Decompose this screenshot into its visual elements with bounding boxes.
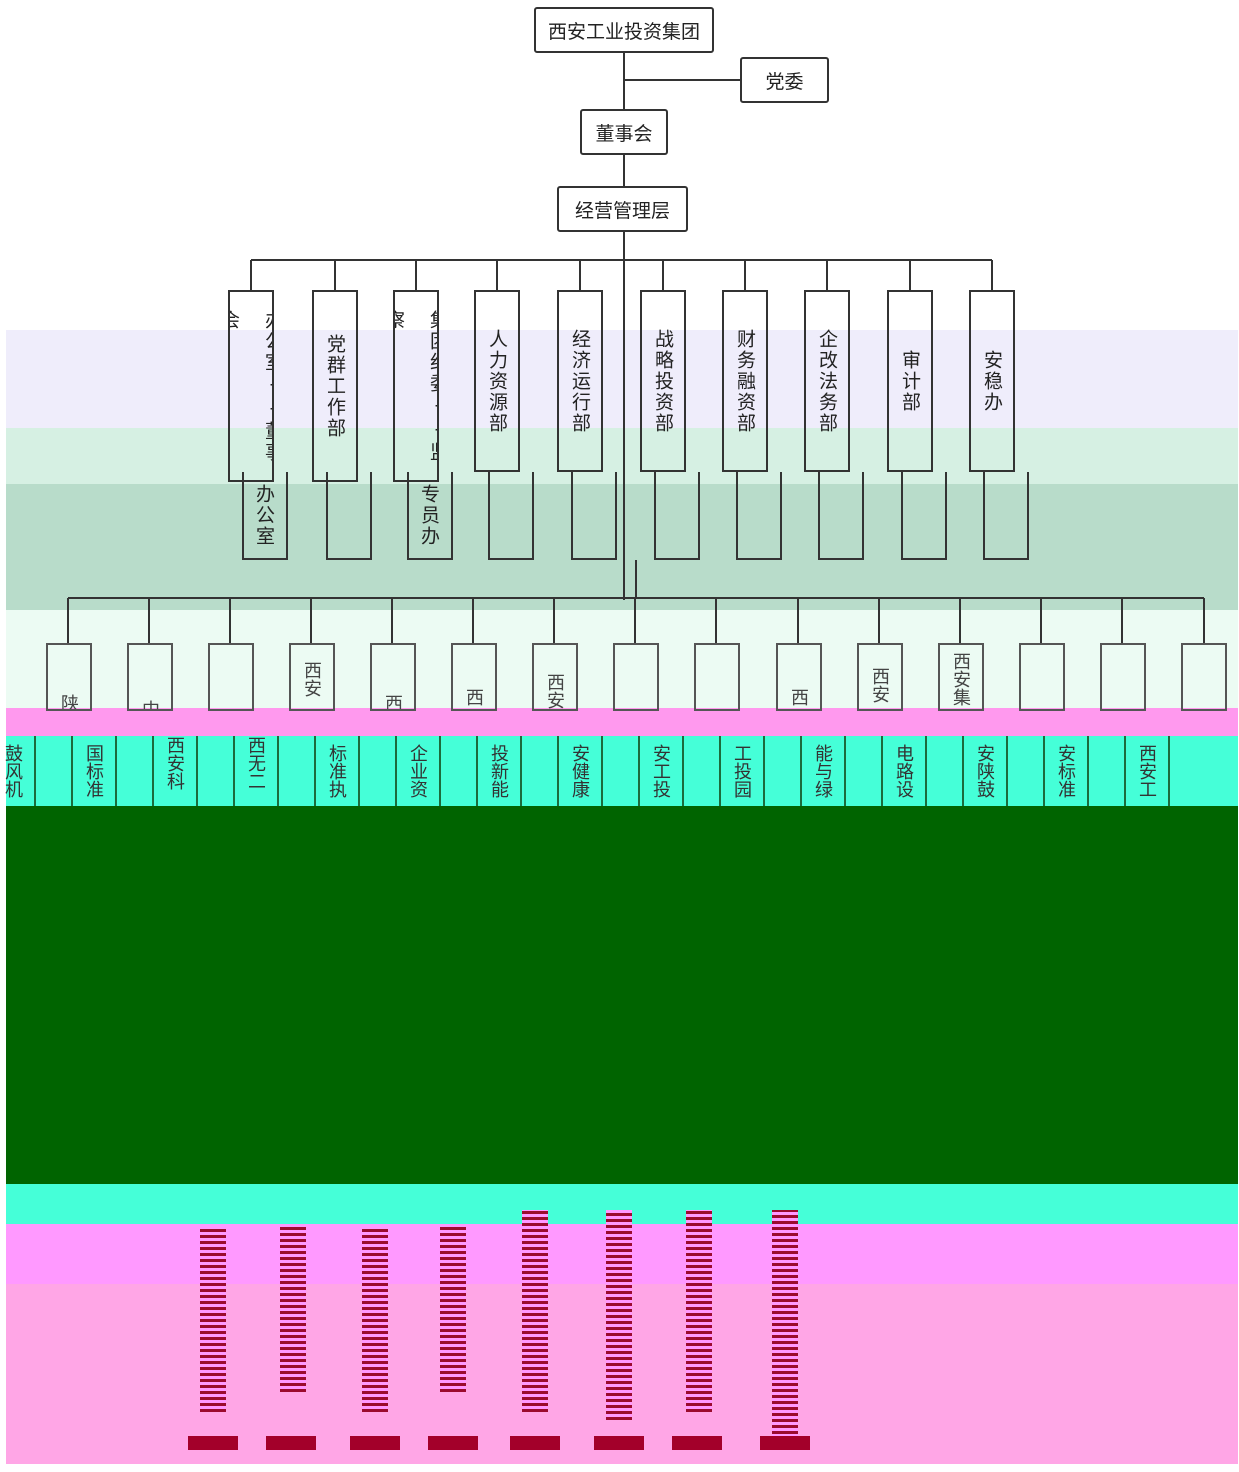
dept-office-lower: 办公室 — [242, 472, 288, 560]
subsidiary-box: 西安 — [857, 643, 903, 711]
subsidiary-box: 西安市 — [289, 643, 335, 711]
dept-finance: 财务融资部 — [722, 290, 768, 472]
pink-band — [6, 708, 1238, 736]
subsidiary-box: 西 — [451, 643, 497, 711]
dept-hr: 人力资源部 — [474, 290, 520, 472]
subsidiary-fragment: 安健康 — [557, 736, 603, 806]
subsidiary-box: 西安 — [532, 643, 578, 711]
dept-audit-lower — [901, 472, 947, 560]
subsidiary-box: 西 — [776, 643, 822, 711]
corrupted-foot — [510, 1436, 560, 1450]
board-node: 董事会 — [580, 109, 668, 155]
subsidiary-box — [1100, 643, 1146, 711]
subsidiary-box: 中 — [127, 643, 173, 711]
subsidiary-fragment: 标准执 — [314, 736, 360, 806]
subsidiary-fragment: 西无二电 — [233, 736, 279, 806]
subsidiary-box: 西安集 — [938, 643, 984, 711]
group-label: 西安工业投资集团 — [547, 20, 700, 43]
corrupted-foot — [188, 1436, 238, 1450]
corrupted-column — [200, 1226, 226, 1412]
management-node: 经营管理层 — [557, 186, 688, 232]
dept-economic-ops: 经济运行部 — [557, 290, 603, 472]
subsidiary-fragment: 工投园 — [719, 736, 765, 806]
corrupted-foot — [428, 1436, 478, 1450]
dept-party-work: 党群工作部 — [312, 290, 358, 482]
dept-finance-lower — [736, 472, 782, 560]
sage-band — [6, 484, 1238, 610]
green-band — [6, 806, 1238, 1184]
lavender-band — [6, 330, 1238, 428]
dept-stability: 安稳办 — [969, 290, 1015, 472]
subsidiary-box — [1019, 643, 1065, 711]
dept-reform-legal-lower — [818, 472, 864, 560]
subsidiary-box: 西 — [370, 643, 416, 711]
subsidiary-fragment: 西安科技 — [152, 736, 198, 806]
corrupted-foot — [594, 1436, 644, 1450]
subsidiary-box — [1181, 643, 1227, 711]
dept-strategy: 战略投资部 — [640, 290, 686, 472]
party-committee-label: 党委 — [765, 70, 804, 93]
corrupted-column — [522, 1210, 548, 1412]
management-label: 经营管理层 — [574, 199, 670, 222]
pale-band — [6, 610, 1238, 708]
corrupted-foot — [266, 1436, 316, 1450]
corrupted-foot — [672, 1436, 722, 1450]
subsidiary-fragment: 安标准 — [1043, 736, 1089, 806]
subsidiary-fragment: 安工投 — [638, 736, 684, 806]
dept-reform-legal: 企改法务部 — [804, 290, 850, 472]
subsidiary-fragment: 企业资 — [395, 736, 441, 806]
corrupted-column — [362, 1226, 388, 1412]
dept-audit: 审计部 — [887, 290, 933, 472]
corrupted-column — [440, 1226, 466, 1392]
party-committee-node: 党委 — [740, 57, 829, 103]
dept-discipline: 集团纪委--监察 — [393, 290, 439, 482]
dept-hr-lower — [488, 472, 534, 560]
subsidiary-fragment: 投新能 — [476, 736, 522, 806]
subsidiary-fragment: 能与绿 — [800, 736, 846, 806]
dept-discipline-lower: 专员办 — [407, 472, 453, 560]
corrupted-column — [772, 1210, 798, 1440]
dept-stability-lower — [983, 472, 1029, 560]
dept-office: 办公室--董事会 — [228, 290, 274, 482]
dept-party-work-lower — [326, 472, 372, 560]
board-label: 董事会 — [595, 122, 653, 145]
corrupted-column — [280, 1226, 306, 1392]
corrupted-foot — [350, 1436, 400, 1450]
group-node: 西安工业投资集团 — [534, 7, 714, 53]
cyan-band — [6, 736, 1238, 806]
subsidiary-fragment: 国标准 — [71, 736, 117, 806]
subsidiary-box — [208, 643, 254, 711]
subsidiary-fragment: 安陕鼓 — [962, 736, 1008, 806]
subsidiary-fragment: 电路设 — [881, 736, 927, 806]
subsidiary-fragment: 鼓风机 — [0, 736, 36, 806]
dept-strategy-lower — [654, 472, 700, 560]
subsidiary-box — [613, 643, 659, 711]
corrupted-column — [606, 1210, 632, 1420]
subsidiary-box: 陕 — [46, 643, 92, 711]
subsidiary-box — [694, 643, 740, 711]
mint-band — [6, 428, 1238, 484]
dept-economic-ops-lower — [571, 472, 617, 560]
subsidiary-fragment: 西安工 — [1124, 736, 1170, 806]
corrupted-foot — [760, 1436, 810, 1450]
corrupted-column — [686, 1210, 712, 1412]
